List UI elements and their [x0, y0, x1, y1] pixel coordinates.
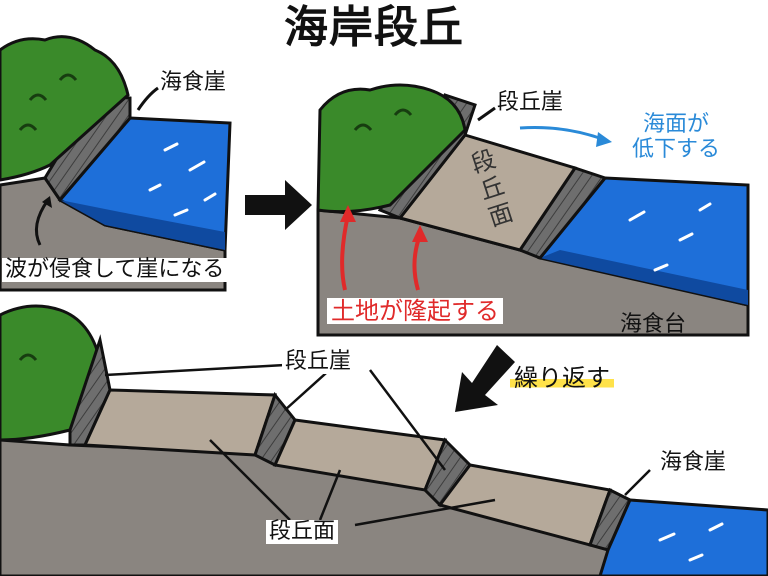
panel2-terrace-cliff-label: 段丘崖	[497, 90, 564, 115]
panel3-terrace-cliff-label: 段丘崖	[282, 350, 355, 374]
sea-level-drop-label: 海面が 低下する	[632, 112, 720, 163]
panel1-forest	[0, 35, 130, 182]
panel-3-repeated-terraces	[0, 304, 768, 576]
panel1-wave-streaks	[148, 142, 217, 217]
panel3-terrace-surface-label: 段丘面	[266, 520, 339, 544]
diagram-title: 海岸段丘	[284, 2, 464, 53]
sea-level-arrow	[519, 126, 606, 142]
panel3-terrace-1	[82, 388, 278, 457]
panel1-leader-cliff	[136, 86, 159, 111]
uplift-arrow-1	[340, 214, 350, 291]
panel3-leaders-surface	[209, 439, 496, 527]
panel1-erosion-arrow	[34, 199, 50, 246]
sea-level-drop-line2: 低下する	[632, 137, 721, 163]
panel1-sea-front	[60, 200, 225, 250]
panel3-sea-cliff-label: 海食崖	[660, 450, 727, 475]
panel3-cliff-1	[68, 334, 112, 447]
panel1-sea-cliff-label: 海食崖	[160, 70, 227, 95]
panel3-forest	[0, 304, 102, 442]
sea-level-drop-line1: 海面が	[643, 112, 710, 137]
wave-cut-platform-label: 海食台	[620, 312, 687, 337]
panel2-forest	[316, 83, 467, 214]
land-uplift-label: 土地が隆起する	[327, 298, 503, 324]
panel3-leader-sea-cliff	[624, 469, 651, 496]
panel2-leader-cliff	[477, 106, 496, 122]
repeat-label: 繰り返す	[510, 366, 614, 390]
panel3-sea	[598, 498, 768, 576]
right-arrow	[245, 180, 312, 230]
panel1-wave-erosion-label: 波が侵食して崖になる	[2, 258, 228, 282]
down-left-arrow	[455, 345, 515, 412]
